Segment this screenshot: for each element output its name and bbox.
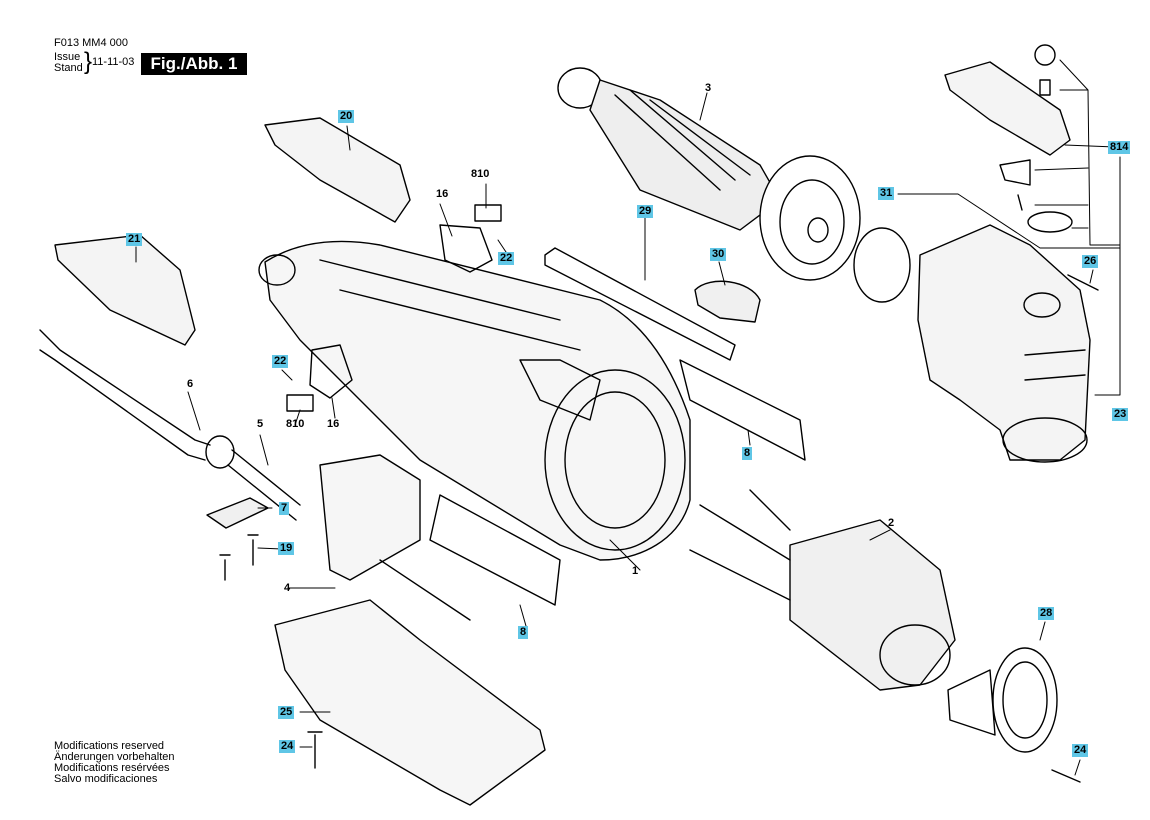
callout-810b: 810	[286, 418, 305, 430]
note-line: Salvo modificaciones	[54, 773, 158, 785]
screw-part-19b	[247, 534, 259, 566]
plate-part-29	[544, 247, 736, 361]
screw-part-24a	[307, 731, 323, 769]
callout-4: 4	[284, 582, 291, 594]
callout-8b: 8	[742, 447, 753, 460]
brush-holder-part-16a	[439, 224, 493, 273]
callout-25: 25	[278, 706, 295, 719]
drawing-code: F013 MM4 000	[54, 37, 128, 49]
callout-24a: 24	[279, 740, 296, 753]
label-part-8a	[429, 494, 561, 606]
modification-notes: Modifications reserved Änderungen vorbeh…	[54, 741, 174, 785]
carbon-brush-part-810b	[286, 394, 314, 412]
callout-16b: 16	[327, 418, 340, 430]
callout-20: 20	[338, 110, 355, 123]
note-line: Änderungen vorbehalten	[54, 751, 175, 763]
issue-date: 11-11-03	[92, 56, 135, 68]
side-cover-part-20	[264, 117, 411, 223]
field-coil-part-2	[689, 489, 956, 691]
callout-22a: 22	[498, 252, 515, 265]
cap-part-30	[694, 280, 761, 323]
callout-810a: 810	[471, 168, 490, 180]
callout-814: 814	[1108, 141, 1131, 154]
cord-clamp-part-7	[206, 497, 269, 529]
screw-part-19a	[219, 554, 231, 581]
callout-30: 30	[710, 248, 727, 261]
switch-part-4	[319, 454, 421, 581]
callout-28: 28	[1038, 607, 1055, 620]
callout-5: 5	[257, 418, 264, 430]
callout-7: 7	[279, 502, 290, 515]
armature-part-3	[557, 67, 861, 281]
callout-21: 21	[126, 233, 143, 246]
figure-badge: Fig./Abb. 1	[141, 53, 247, 75]
callout-2: 2	[888, 517, 895, 529]
callout-6: 6	[187, 378, 194, 390]
power-cord-part-6	[39, 329, 301, 521]
carbon-brush-part-810a	[474, 204, 502, 222]
callout-31: 31	[878, 187, 895, 200]
bottom-shell-part-25	[274, 599, 546, 806]
side-cover-part-21	[54, 234, 196, 346]
note-line: Modifications resérvées	[54, 762, 170, 774]
label-part-8b	[679, 359, 806, 461]
screw-part-26	[1067, 274, 1099, 291]
callout-19: 19	[278, 542, 295, 555]
issue-label: Issue	[54, 51, 81, 63]
callout-22b: 22	[272, 355, 289, 368]
callout-23: 23	[1112, 408, 1129, 421]
callout-1: 1	[632, 565, 639, 577]
fan-baffle-part-28	[947, 647, 1058, 753]
callout-3: 3	[705, 82, 712, 94]
gear-head-part-23	[917, 224, 1091, 463]
lever-assembly-part-814	[944, 44, 1073, 233]
callout-26: 26	[1082, 255, 1099, 268]
stand-label: Stand	[54, 62, 83, 74]
callout-24b: 24	[1072, 744, 1089, 757]
note-line: Modifications reserved	[54, 740, 165, 752]
o-ring-part-31	[853, 227, 911, 303]
housing-part-1	[258, 240, 691, 561]
screw-part-24b	[1051, 769, 1081, 783]
callout-8a: 8	[518, 626, 529, 639]
callout-16a: 16	[436, 188, 449, 200]
callout-29: 29	[637, 205, 654, 218]
brace-glyph: }	[84, 48, 93, 75]
brush-holder-part-16b	[309, 344, 353, 399]
